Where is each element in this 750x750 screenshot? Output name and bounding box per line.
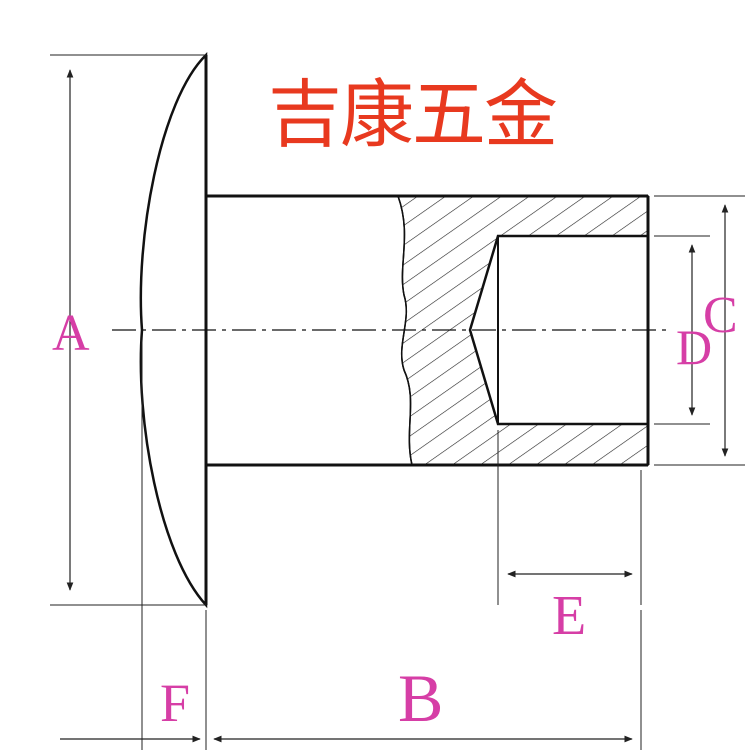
- dimension-label-e: E: [552, 585, 587, 647]
- dimension-label-f: F: [160, 673, 191, 733]
- dimension-label-b: B: [398, 660, 444, 736]
- brand-title: 吉康五金: [268, 72, 558, 158]
- dimension-label-c: C: [703, 287, 738, 344]
- dimension-label-a: A: [52, 305, 90, 362]
- break-line: [397, 195, 413, 466]
- bore-outline: [468, 234, 648, 426]
- dimension-label-d: D: [676, 319, 713, 375]
